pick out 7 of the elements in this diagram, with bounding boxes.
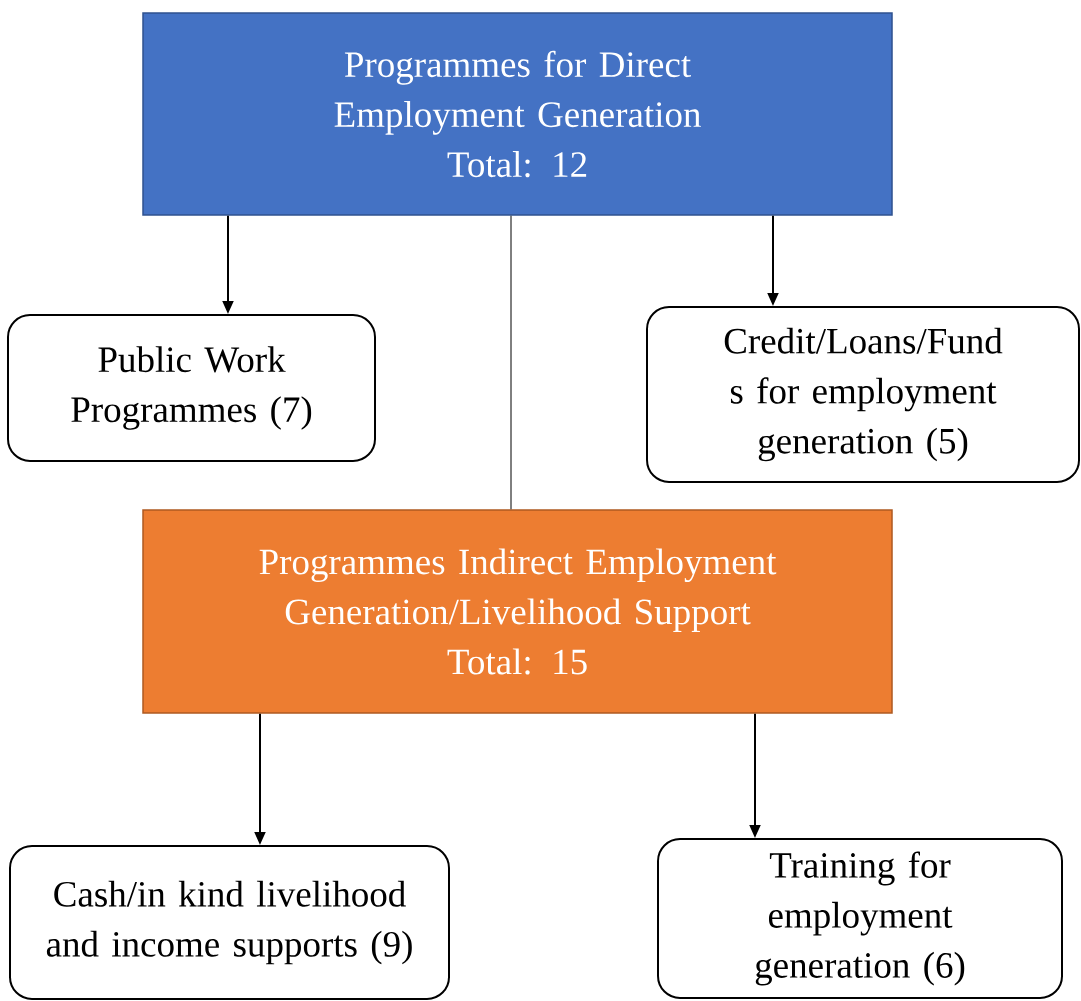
rounded-box: Cash/in kind livelihood and income supports (9) <box>9 845 450 1000</box>
rounded-box: Public Work Programmes (7) <box>7 314 376 462</box>
rounded-box: Training for employment generation (6) <box>657 838 1063 999</box>
solid-box: Programmes Indirect Employment Generation/Livelihood Support Total: 15 <box>142 509 893 714</box>
connector-line <box>510 215 512 510</box>
solid-box: Programmes for Direct Employment Generation Total: 12 <box>142 12 893 216</box>
rounded-box: Credit/Loans/Fund s for employment generation (5) <box>646 306 1080 483</box>
